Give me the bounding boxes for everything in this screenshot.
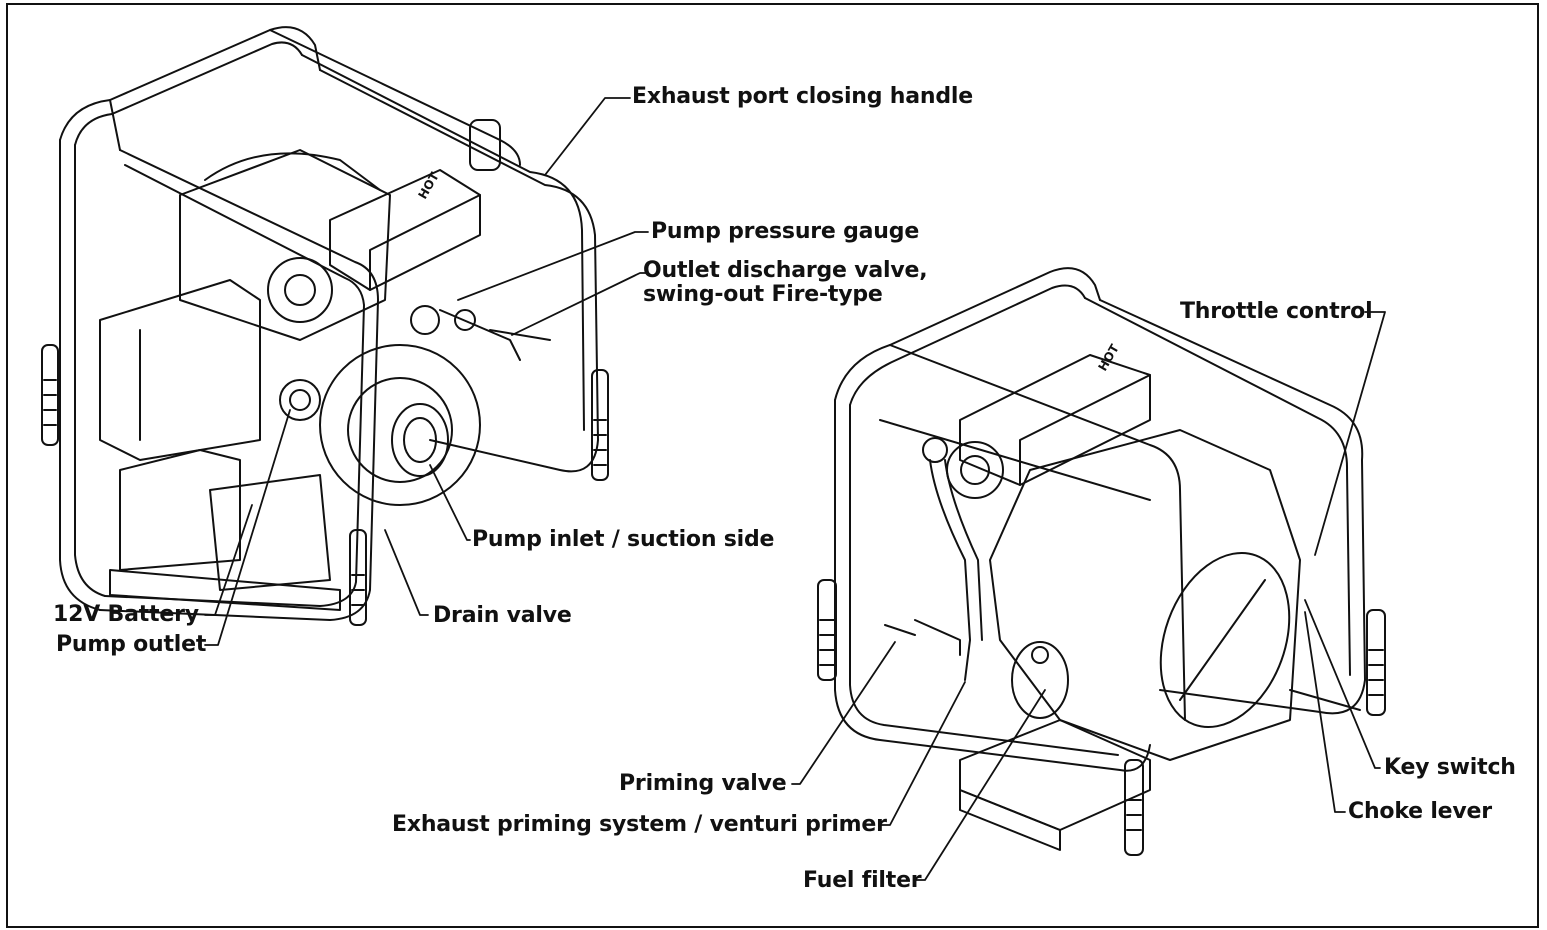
label-key-switch: Key switch [1384,755,1516,780]
label-fuel-filter: Fuel filter [803,868,922,893]
left-pump-unit [41,26,609,626]
label-throttle-control: Throttle control [1180,299,1373,324]
label-outlet-discharge-valve-line1: Outlet discharge valve, [643,258,928,283]
right-pump-unit [817,267,1386,856]
label-outlet-discharge-valve-line2: swing-out Fire-type [643,282,883,307]
label-priming-valve: Priming valve [619,771,787,796]
label-pump-inlet: Pump inlet / suction side [472,527,775,552]
label-pump-pressure-gauge: Pump pressure gauge [651,219,920,244]
label-12v-battery: 12V Battery [53,602,199,627]
label-exhaust-port-closing-handle: Exhaust port closing handle [632,84,973,109]
leader-lines [204,97,1386,881]
hot-label-left: HOT [415,169,442,201]
diagram-frame [6,3,1539,928]
label-drain-valve: Drain valve [433,603,572,628]
label-pump-outlet: Pump outlet [56,632,207,657]
label-exhaust-priming-system: Exhaust priming system / venturi primer [392,812,887,837]
label-choke-lever: Choke lever [1348,799,1492,824]
